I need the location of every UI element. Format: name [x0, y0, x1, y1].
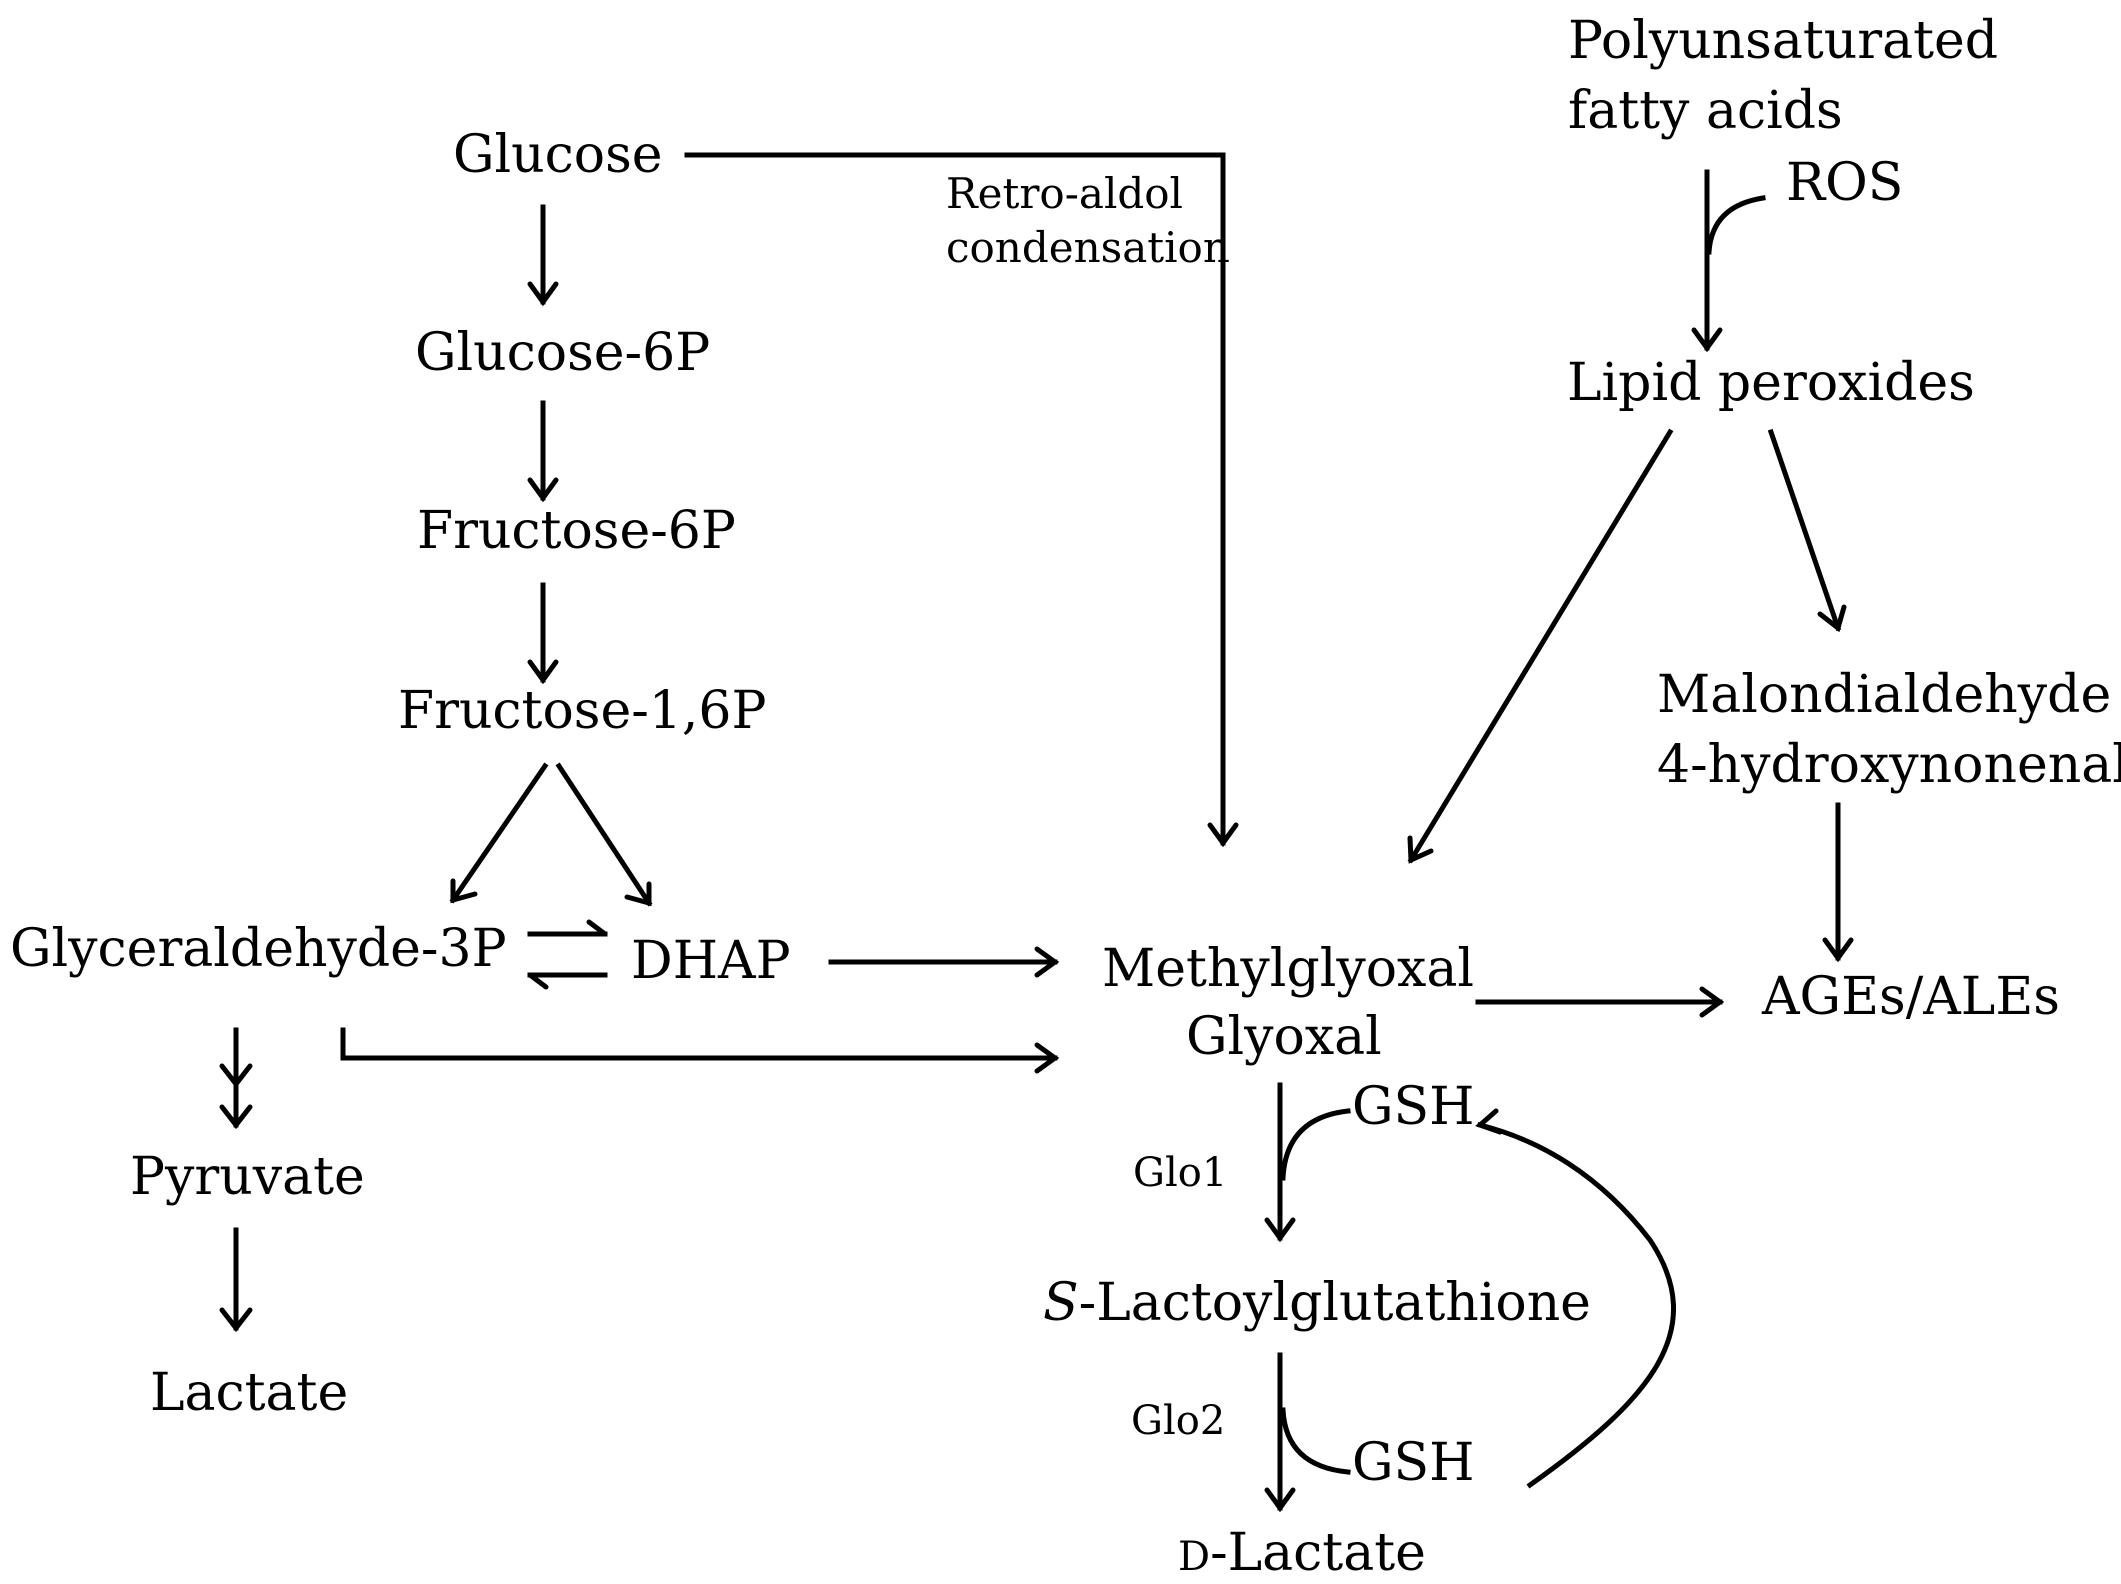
lactoylglutathione-text: -Lactoylglutathione	[1079, 1273, 1591, 1333]
s-prefix: S	[1043, 1273, 1079, 1333]
arrow-glucose-to-g6p	[527, 204, 559, 307]
arrow-glucose-retro-aldol	[684, 152, 1239, 848]
d-lactate-label: D-Lactate	[1178, 1523, 1426, 1583]
glo2-label: Glo2	[1131, 1398, 1225, 1444]
arrow-gap-to-pyruvate	[219, 1027, 253, 1130]
gsh-bottom-label: GSH	[1352, 1433, 1475, 1493]
gsh-top-label: GSH	[1352, 1077, 1475, 1137]
pyruvate-label: Pyruvate	[130, 1147, 365, 1207]
arrow-glo2-step	[1264, 1352, 1351, 1513]
lactate-label: Lactate	[150, 1363, 348, 1423]
d-prefix: D	[1178, 1534, 1210, 1580]
arrow-gap-to-methylglyoxal	[340, 1027, 1060, 1074]
methylglyoxal-label: Methylglyoxal	[1102, 939, 1474, 999]
ros-label: ROS	[1786, 153, 1903, 213]
malondialdehyde-label: Malondialdehyde	[1657, 665, 2111, 725]
arrow-f16p-to-gap	[449, 762, 549, 904]
arrow-f6p-to-f16p	[527, 582, 559, 685]
dhap-label: DHAP	[631, 931, 791, 991]
fructose-6p-label: Fructose-6P	[417, 501, 736, 561]
arrow-g6p-to-f6p	[527, 400, 559, 503]
glyoxal-label: Glyoxal	[1186, 1007, 1382, 1067]
glyceraldehyde-3p-label: Glyceraldehyde-3P	[10, 919, 507, 979]
arrow-gsh-recycle	[1475, 1108, 1677, 1489]
pufa-label-line2: fatty acids	[1568, 81, 1843, 141]
arrow-dhap-to-methylglyoxal	[828, 946, 1060, 978]
glucose-6p-label: Glucose-6P	[415, 323, 710, 383]
arrow-lipid-peroxides-to-mda	[1767, 428, 1847, 633]
arrow-glo1-step	[1264, 1082, 1351, 1243]
pufa-label-line1: Polyunsaturated	[1568, 11, 1998, 71]
lactoylglutathione-label: S-Lactoylglutathione	[1043, 1273, 1591, 1333]
arrow-pufa-to-lipid-peroxides	[1691, 169, 1766, 353]
glucose-label: Glucose	[453, 125, 663, 185]
hydroxynonenal-label: 4-hydroxynonenal	[1657, 735, 2121, 795]
lipid-peroxides-label: Lipid peroxides	[1567, 353, 1975, 413]
arrow-methylglyoxal-to-ages	[1475, 986, 1725, 1018]
glo1-label: Glo1	[1133, 1150, 1227, 1196]
arrow-lipid-peroxides-to-methylglyoxal	[1407, 428, 1674, 864]
arrow-f16p-to-dhap	[555, 762, 653, 907]
ages-ales-label: AGEs/ALEs	[1761, 967, 2060, 1027]
d-lactate-text: -Lactate	[1210, 1523, 1426, 1583]
arrow-mda-to-ages	[1822, 802, 1854, 963]
arrow-pyruvate-to-lactate	[219, 1227, 253, 1333]
fructose-1-6p-label: Fructose-1,6P	[398, 681, 766, 741]
condensation-label: condensation	[946, 223, 1230, 272]
equilibrium-gap-dhap	[527, 919, 608, 990]
retro-aldol-label: Retro-aldol	[946, 169, 1183, 218]
